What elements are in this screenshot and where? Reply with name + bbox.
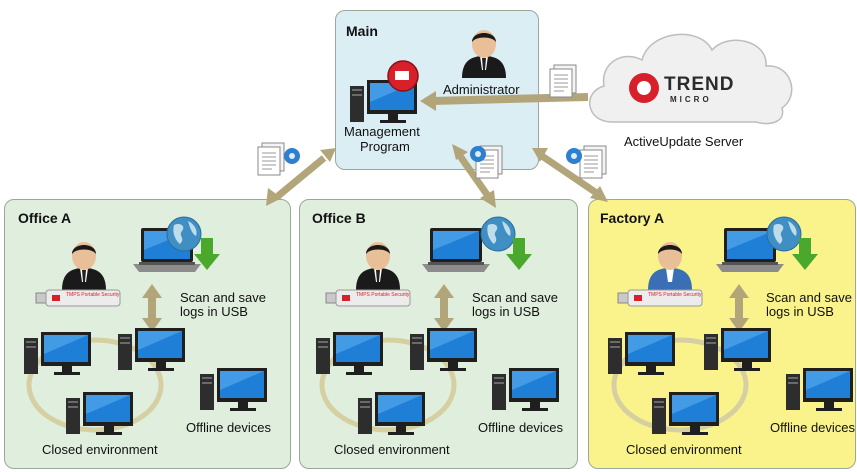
offline-devices-label: Offline devices bbox=[770, 420, 856, 435]
operator-icon bbox=[62, 242, 106, 290]
factory-a-title: Factory A bbox=[600, 210, 665, 226]
trend-brand-line1: TREND bbox=[664, 74, 735, 95]
offline-computer-icon bbox=[200, 368, 267, 411]
link-arrow-office-a bbox=[275, 155, 327, 199]
usb-label: TMPS Portable Security bbox=[648, 292, 702, 298]
trend-brand-line2: MICRO bbox=[670, 95, 712, 104]
gear-icon bbox=[470, 146, 486, 162]
computer-icon bbox=[316, 332, 383, 375]
scan-label-line2: logs in USB bbox=[180, 304, 248, 319]
closed-environment-label: Closed environment bbox=[334, 442, 450, 457]
link-arrow-factory-a bbox=[540, 153, 600, 197]
gear-icon bbox=[566, 148, 582, 164]
scan-label-line1: Scan and save bbox=[472, 290, 559, 305]
offline-computer-icon bbox=[492, 368, 559, 411]
management-label-line2: Program bbox=[360, 139, 410, 154]
scan-label-line2: logs in USB bbox=[472, 304, 540, 319]
activeupdate-server-label: ActiveUpdate Server bbox=[624, 134, 744, 149]
operator-icon bbox=[648, 242, 692, 290]
operator-icon bbox=[356, 242, 400, 290]
update-arrow bbox=[431, 93, 589, 105]
laptop-icon bbox=[422, 228, 490, 272]
computer-icon bbox=[24, 332, 91, 375]
scan-label-line1: Scan and save bbox=[766, 290, 853, 305]
administrator-icon bbox=[462, 30, 506, 78]
document-icon bbox=[257, 142, 285, 176]
office-a-title: Office A bbox=[18, 210, 72, 226]
globe-icon bbox=[166, 216, 202, 252]
usb-label: TMPS Portable Security bbox=[356, 292, 410, 298]
closed-environment-label: Closed environment bbox=[42, 442, 158, 457]
computer-icon bbox=[608, 332, 675, 375]
scan-label-line2: logs in USB bbox=[766, 304, 834, 319]
offline-devices-label: Offline devices bbox=[478, 420, 564, 435]
network-ring bbox=[611, 337, 749, 433]
usb-label: TMPS Portable Security bbox=[66, 292, 120, 298]
main-title: Main bbox=[346, 23, 378, 39]
management-label-line1: Management bbox=[344, 124, 420, 139]
closed-environment-label: Closed environment bbox=[626, 442, 742, 457]
globe-icon bbox=[766, 216, 802, 252]
network-ring bbox=[26, 337, 164, 433]
link-arrow-office-b bbox=[457, 153, 491, 199]
scan-label-line1: Scan and save bbox=[180, 290, 267, 305]
gear-icon bbox=[284, 148, 300, 164]
document-icon bbox=[579, 145, 607, 179]
computer-icon bbox=[410, 328, 477, 371]
globe-icon bbox=[480, 216, 516, 252]
network-ring bbox=[319, 337, 457, 433]
offline-computer-icon bbox=[786, 368, 853, 411]
administrator-label: Administrator bbox=[443, 82, 520, 97]
offline-devices-label: Offline devices bbox=[186, 420, 272, 435]
office-b-title: Office B bbox=[312, 210, 366, 226]
document-icon bbox=[549, 64, 577, 98]
